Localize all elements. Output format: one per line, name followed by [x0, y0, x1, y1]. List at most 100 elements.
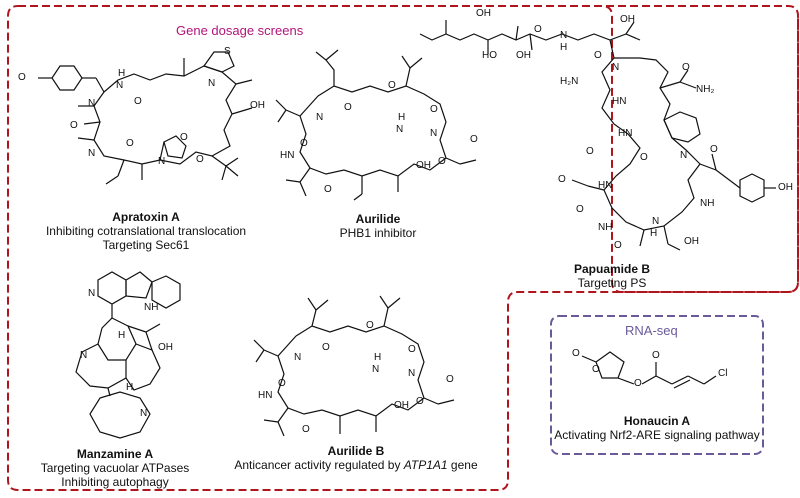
atom-label: N [316, 112, 324, 123]
atom-label: OH [416, 160, 431, 171]
atom-label: O [366, 320, 374, 331]
compound-name: Honaucin A [623, 414, 691, 428]
compound-name: Papuamide B [573, 262, 651, 276]
atom-label: O [634, 378, 642, 389]
atom-label: O [438, 156, 446, 167]
compound-activity: PHB1 inhibitor [339, 226, 417, 240]
atom-label: O [652, 350, 660, 361]
compound-activity: Inhibiting cotranslational translocation [45, 224, 247, 238]
atom-label: OH [394, 400, 409, 411]
atom-label: NH [700, 198, 715, 209]
atom-label: O [300, 138, 308, 149]
atom-label: O [324, 184, 332, 195]
activity-text: Anticancer activity regulated by [234, 458, 404, 472]
compound-activity: Activating Nrf2-ARE signaling pathway [554, 428, 760, 442]
atom-label: N [294, 352, 302, 363]
atom-label: N [140, 408, 148, 419]
atom-label: O [534, 24, 542, 35]
atom-label: HN [612, 96, 627, 107]
atom-label: O [126, 138, 134, 149]
atom-label: OH [620, 14, 635, 25]
atom-label: O [446, 374, 454, 385]
atom-label: HO [482, 50, 497, 61]
atom-label: HN [598, 180, 613, 191]
atom-label: N [158, 156, 166, 167]
compound-name: Apratoxin A [112, 210, 180, 224]
compound-activity: Anticancer activity regulated by ATP1A1 … [222, 458, 490, 472]
atom-label: O [682, 62, 690, 73]
honaucin-a-caption: Honaucin A Activating Nrf2-ARE signaling… [552, 414, 762, 442]
atom-label: H₂N [560, 76, 579, 87]
atom-label: S [224, 46, 231, 57]
compound-name: Manzamine A [76, 447, 154, 461]
atom-label: O [572, 348, 580, 359]
atom-label: O [408, 344, 416, 355]
atom-label: O [558, 174, 566, 185]
atom-label: O [70, 120, 78, 131]
manzamine-a-caption: Manzamine A Targeting vacuolar ATPases I… [40, 447, 190, 489]
compound-activity: Targeting PS [577, 276, 647, 290]
atom-label: OH [476, 8, 491, 19]
rnaseq-title: RNA-seq [625, 323, 678, 338]
compound-name: Aurilide [355, 212, 401, 226]
atom-label: H [374, 352, 382, 363]
atom-label: O [388, 80, 396, 91]
atom-label: OH [250, 100, 265, 111]
atom-label: N [560, 30, 568, 41]
atom-label: NH₂ [696, 84, 715, 95]
atom-label: N [652, 216, 660, 227]
atom-label: H [118, 68, 126, 79]
atom-label: N [408, 368, 416, 379]
atom-label: O [278, 378, 286, 389]
compound-name: Aurilide B [327, 444, 385, 458]
atom-label: H [560, 42, 568, 53]
atom-label: O [592, 364, 600, 375]
atom-label: O [322, 342, 330, 353]
atom-label: H [126, 382, 134, 393]
atom-label: N [680, 150, 688, 161]
activity-text: gene [447, 458, 478, 472]
atom-label: O [134, 96, 142, 107]
compound-activity: Targeting Sec61 [102, 238, 190, 252]
atom-label: Cl [718, 368, 728, 379]
atom-label: O [180, 132, 188, 143]
atom-label: OH [684, 236, 699, 247]
atom-label: O [576, 204, 584, 215]
atom-label: O [614, 240, 622, 251]
atom-label: O [640, 152, 648, 163]
gene-dosage-border-main [7, 5, 799, 491]
compound-activity: Inhibiting autophagy [61, 475, 169, 489]
atom-label: N [208, 78, 216, 89]
atom-label: N [430, 128, 438, 139]
atom-label: O [594, 50, 602, 61]
atom-label: O [344, 102, 352, 113]
atom-label: HN [280, 150, 295, 161]
atom-label: N [88, 288, 96, 299]
atom-label: N [80, 350, 88, 361]
atom-label: O [710, 144, 718, 155]
atom-label: N [372, 364, 380, 375]
atom-label: O [302, 424, 310, 435]
atom-label: OH [516, 50, 531, 61]
atom-label: NH [598, 222, 613, 233]
compound-activity: Targeting vacuolar ATPases [40, 461, 190, 475]
atom-label: H [398, 112, 406, 123]
atom-label: O [430, 104, 438, 115]
atom-label: N [612, 62, 620, 73]
atom-label: H [118, 330, 126, 341]
atom-label: OH [778, 182, 793, 193]
atom-label: O [18, 72, 26, 83]
atom-label: N [88, 148, 96, 159]
apratoxin-a-caption: Apratoxin A Inhibiting cotranslational t… [30, 210, 262, 252]
papuamide-b-caption: Papuamide B Targeting PS [552, 262, 672, 290]
atom-label: H [650, 228, 658, 239]
atom-label: HN [258, 390, 273, 401]
atom-label: NH [144, 302, 159, 313]
atom-label: O [470, 134, 478, 145]
gene-name: ATP1A1 [403, 458, 448, 472]
atom-label: O [196, 154, 204, 165]
gene-dosage-title: Gene dosage screens [176, 23, 304, 38]
rnaseq-border [550, 315, 764, 455]
